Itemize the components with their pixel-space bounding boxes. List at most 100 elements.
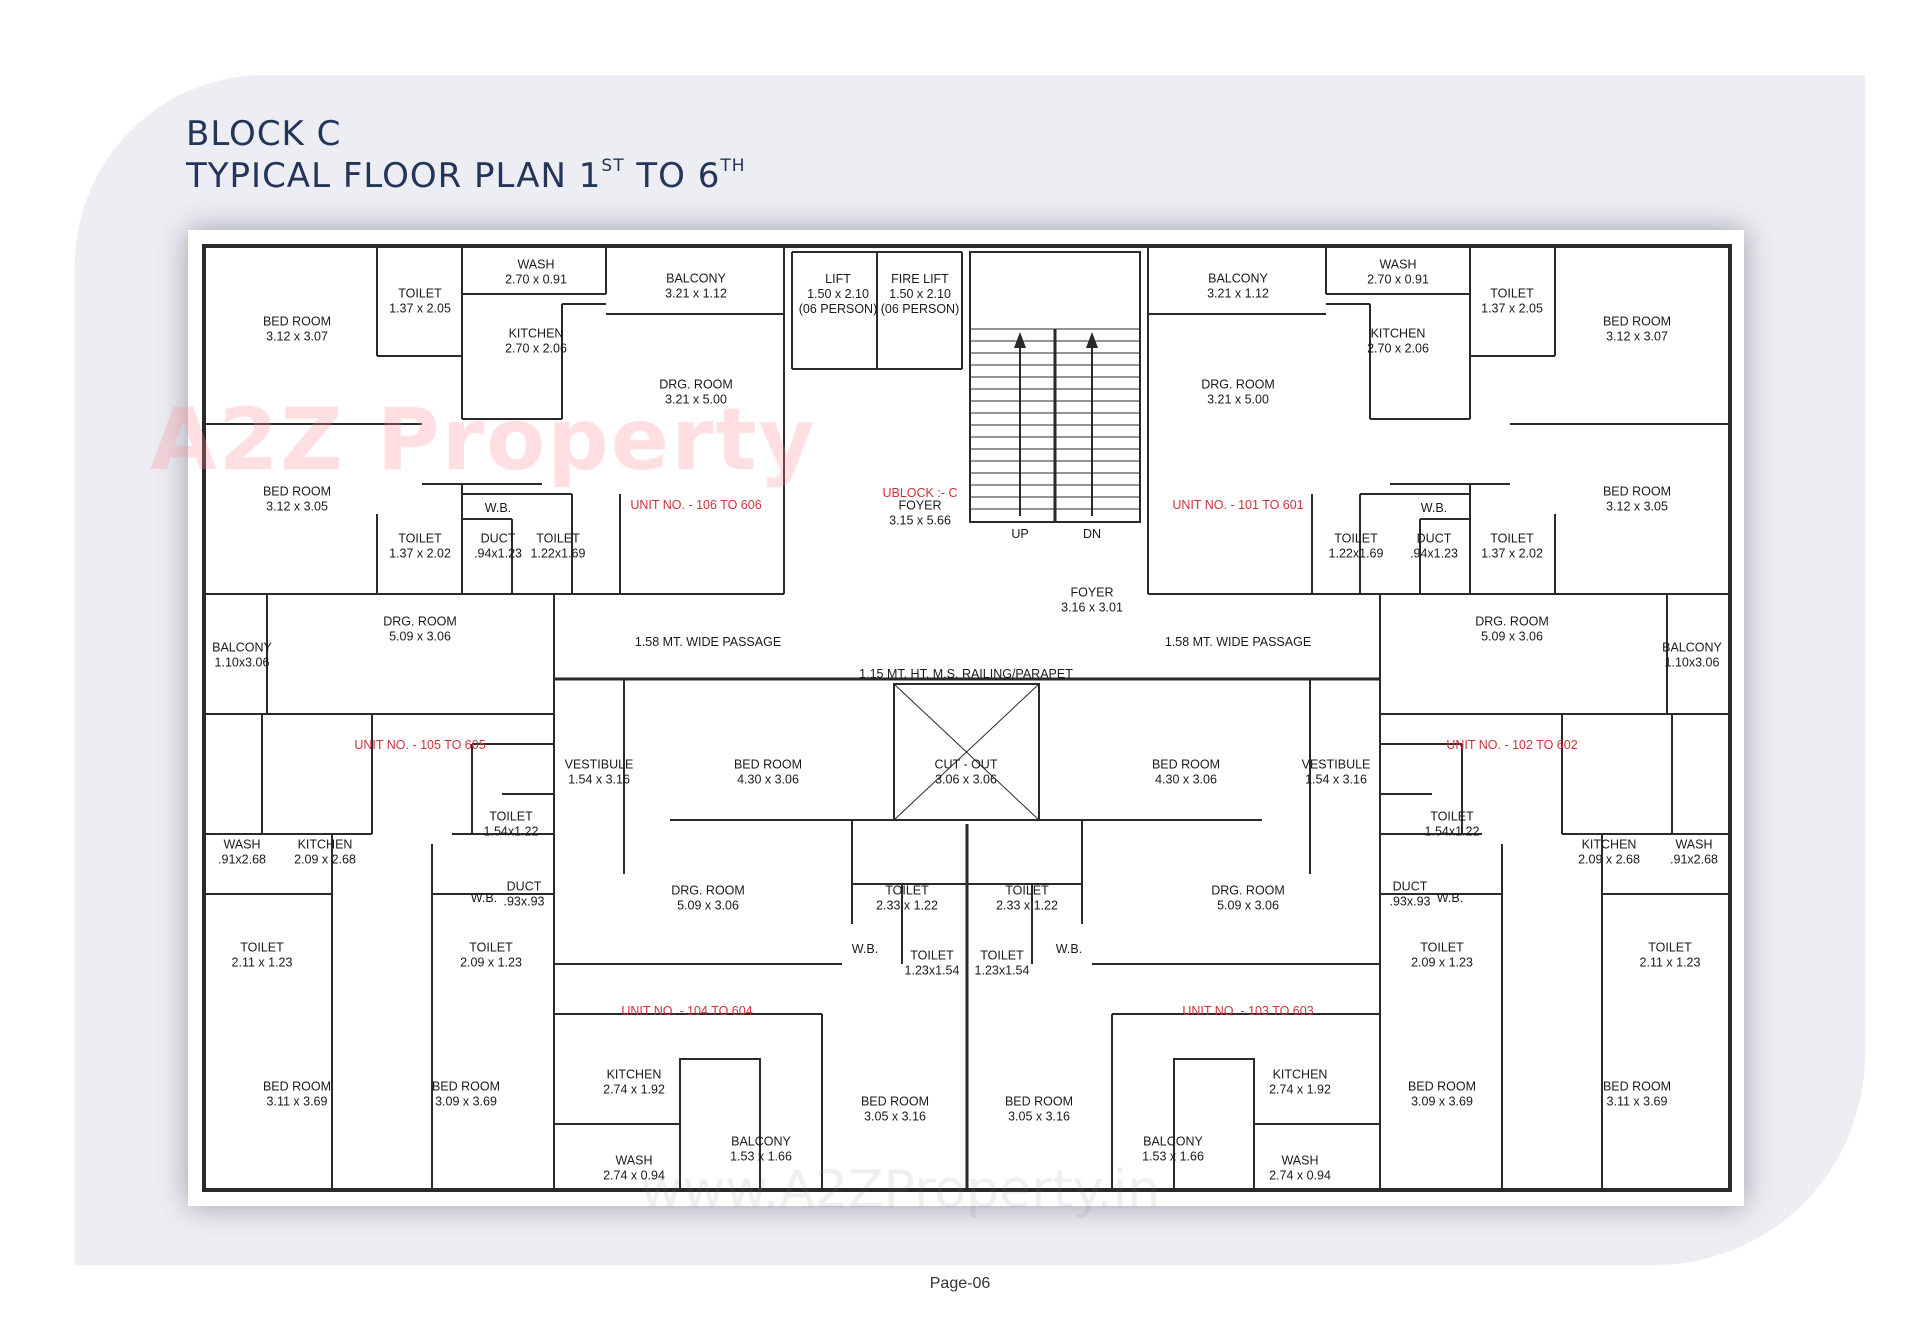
room-label: BALCONY [1662, 641, 1722, 655]
room-label: TOILET [1648, 941, 1692, 955]
room-label: WASH [1281, 1154, 1318, 1168]
room-label: BALCONY [666, 272, 726, 286]
room-label: 2.33 x 1.22 [876, 899, 938, 913]
room-label: (06 PERSON) [881, 302, 960, 316]
room-label: W.B. [1056, 942, 1082, 956]
room-label: KITCHEN [1273, 1068, 1328, 1082]
room-label: FOYER [898, 499, 941, 513]
room-label: 3.21 x 1.12 [665, 287, 727, 301]
room-label: DRG. ROOM [1475, 615, 1549, 629]
room-label: 2.09 x 1.23 [1411, 956, 1473, 970]
room-label: UNIT NO. - 105 TO 605 [354, 738, 485, 752]
room-label: 1.53 x 1.66 [730, 1150, 792, 1164]
room-label: 1.15 MT. HT. M.S. RAILING/PARAPET [859, 667, 1073, 681]
room-label: .94x1.23 [474, 547, 522, 561]
room-label: BED ROOM [1603, 315, 1671, 329]
room-label: 2.74 x 1.92 [603, 1083, 665, 1097]
room-label: TOILET [1490, 532, 1534, 546]
room-label: 2.33 x 1.22 [996, 899, 1058, 913]
room-label: BALCONY [212, 641, 272, 655]
room-label: BALCONY [731, 1135, 791, 1149]
room-label: 4.30 x 3.06 [1155, 773, 1217, 787]
room-label: 4.30 x 3.06 [737, 773, 799, 787]
room-label: WASH [1675, 838, 1712, 852]
room-label: BALCONY [1208, 272, 1268, 286]
room-label: WASH [223, 838, 260, 852]
plan-walls [202, 244, 1732, 1192]
room-label: TOILET [1430, 810, 1474, 824]
room-label: VESTIBULE [565, 758, 634, 772]
room-label: BED ROOM [1603, 1080, 1671, 1094]
room-label: 2.70 x 2.06 [1367, 342, 1429, 356]
room-label: 2.11 x 1.23 [1640, 956, 1701, 970]
room-label: 1.37 x 2.02 [1481, 547, 1543, 561]
room-label: BED ROOM [263, 485, 331, 499]
room-label: 3.05 x 3.16 [864, 1110, 926, 1124]
room-label: W.B. [471, 891, 497, 905]
room-label: 3.12 x 3.07 [1606, 330, 1668, 344]
room-label: DRG. ROOM [671, 884, 745, 898]
room-label: 2.11 x 1.23 [232, 956, 293, 970]
room-label: FOYER [1070, 586, 1113, 600]
room-label: 3.11 x 3.69 [267, 1095, 328, 1109]
room-label: UP [1011, 527, 1028, 541]
room-label: BED ROOM [1603, 485, 1671, 499]
title-block: BLOCK C [186, 114, 342, 154]
room-label: DRG. ROOM [659, 378, 733, 392]
room-label: TOILET [398, 287, 442, 301]
room-label: 2.74 x 1.92 [1269, 1083, 1331, 1097]
room-label: 1.53 x 1.66 [1142, 1150, 1204, 1164]
room-label: BED ROOM [263, 315, 331, 329]
room-label: TOILET [469, 941, 513, 955]
room-label: 5.09 x 3.06 [1217, 899, 1279, 913]
room-label: 3.12 x 3.07 [266, 330, 328, 344]
room-label: 1.37 x 2.05 [389, 302, 451, 316]
room-label: 3.09 x 3.69 [435, 1095, 497, 1109]
room-label: BED ROOM [1005, 1095, 1073, 1109]
room-label: TOILET [1334, 532, 1378, 546]
room-label: TOILET [1005, 884, 1049, 898]
room-label: WASH [517, 258, 554, 272]
room-label: 1.37 x 2.05 [1481, 302, 1543, 316]
room-label: 3.21 x 5.00 [1207, 393, 1269, 407]
room-label: W.B. [1437, 891, 1463, 905]
title-floor-plan: TYPICAL FLOOR PLAN 1ST TO 6TH [186, 156, 746, 196]
room-label: 2.09 x 2.68 [1578, 853, 1640, 867]
room-label: DRG. ROOM [383, 615, 457, 629]
room-label: DRG. ROOM [1201, 378, 1275, 392]
room-label: UNIT NO. - 101 TO 601 [1172, 498, 1303, 512]
room-label: 1.22x1.69 [1329, 547, 1384, 561]
watermark-logo: A2Z Property [150, 390, 817, 490]
room-label: TOILET [536, 532, 580, 546]
room-label: KITCHEN [509, 327, 564, 341]
room-label: WASH [615, 1154, 652, 1168]
room-label: BED ROOM [734, 758, 802, 772]
room-label: DUCT [481, 532, 516, 546]
room-label: UNIT NO. - 104 TO 604 [621, 1004, 752, 1018]
room-label: BED ROOM [861, 1095, 929, 1109]
room-label: BED ROOM [1152, 758, 1220, 772]
room-label: DUCT [1417, 532, 1452, 546]
room-label: TOILET [980, 949, 1024, 963]
room-label: BED ROOM [263, 1080, 331, 1094]
room-label: (06 PERSON) [799, 302, 878, 316]
room-label: TOILET [1490, 287, 1534, 301]
room-label: UNIT NO. - 102 TO 602 [1446, 738, 1577, 752]
room-label: UBLOCK :- C [882, 486, 957, 500]
room-label: .93x.93 [1389, 895, 1430, 909]
room-label: 1.58 MT. WIDE PASSAGE [1165, 635, 1311, 649]
room-label: 2.74 x 0.94 [603, 1169, 665, 1183]
page-number: Page-06 [929, 1275, 991, 1292]
room-label: DRG. ROOM [1211, 884, 1285, 898]
room-label: 1.58 MT. WIDE PASSAGE [635, 635, 781, 649]
room-label: 3.11 x 3.69 [1607, 1095, 1668, 1109]
room-label: 2.74 x 0.94 [1269, 1169, 1331, 1183]
room-label: VESTIBULE [1302, 758, 1371, 772]
room-label: DUCT [507, 880, 542, 894]
room-label: 1.10x3.06 [215, 656, 270, 670]
room-label: 1.50 x 2.10 [889, 287, 951, 301]
room-label: 5.09 x 3.06 [677, 899, 739, 913]
room-label: W.B. [852, 942, 878, 956]
room-label: 1.23x1.54 [905, 964, 960, 978]
room-label: .91x2.68 [1670, 853, 1718, 867]
